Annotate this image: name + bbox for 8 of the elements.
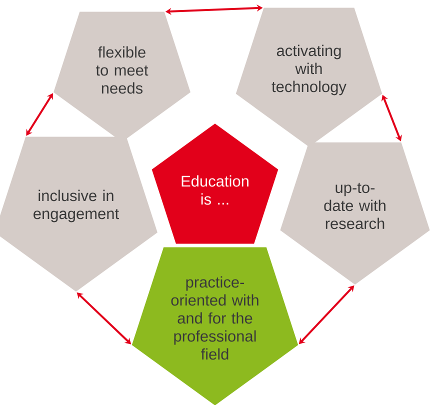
pentagon: up-to-date with research <box>280 142 430 285</box>
pentagon: activating with technology <box>236 8 382 147</box>
pentagon: inclusive in engagement <box>0 136 158 292</box>
pentagon: Education is ... <box>152 124 278 244</box>
node-label: activating with technology <box>272 44 346 96</box>
pentagon: flexible to meet needs <box>54 12 190 142</box>
node-label: flexible to meet needs <box>96 46 148 94</box>
pentagon: practice-oriented with and for the professional field <box>132 247 298 405</box>
